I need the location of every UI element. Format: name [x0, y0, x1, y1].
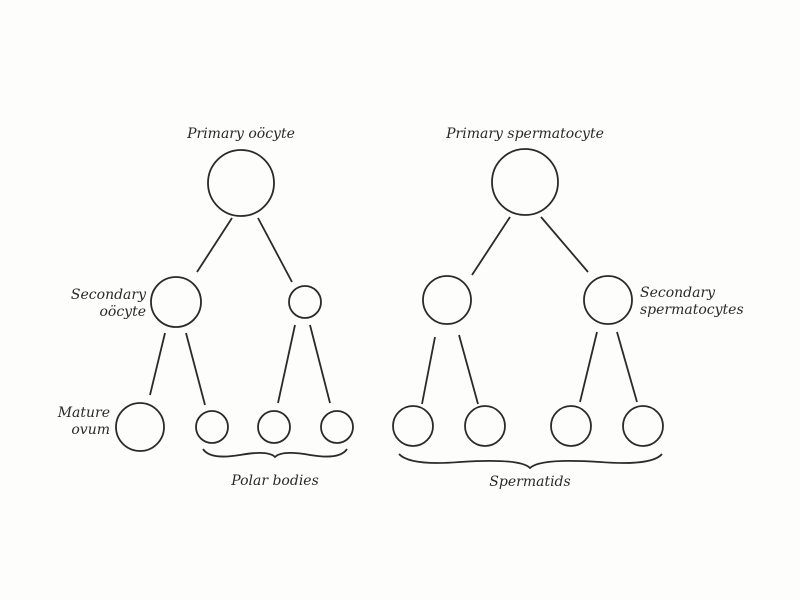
spermatid-circle-4 — [622, 405, 664, 447]
polar-body-circle-2 — [257, 410, 291, 444]
secondary-oocyte-circle — [150, 276, 202, 328]
mature-ovum-label-line1: Mature — [57, 405, 110, 421]
secondary-spermatocyte-circle-2 — [583, 275, 633, 325]
polar-body-circle-3 — [320, 410, 354, 444]
primary-spermatocyte-label: Primary spermatocyte — [446, 126, 604, 142]
mature-ovum-circle — [115, 402, 165, 452]
secondary-spermatocytes-label-line1: Secondary — [640, 285, 716, 301]
secondary-oocyte-label-line1: Secondary — [70, 287, 146, 303]
primary-spermatocyte-circle — [491, 148, 559, 216]
spermatid-circle-3 — [550, 405, 592, 447]
polar-bodies-brace — [202, 448, 348, 459]
spermatid-circle-2 — [464, 405, 506, 447]
secondary-oocyte-label-line2: oöcyte — [99, 304, 146, 320]
polar-bodies-label: Polar bodies — [231, 473, 319, 489]
secondary-spermatocyte-circle-1 — [422, 275, 472, 325]
primary-oocyte-circle — [207, 149, 275, 217]
primary-oocyte-label: Primary oöcyte — [187, 126, 295, 142]
first-polar-body-circle — [288, 285, 322, 319]
mature-ovum-label-line2: ovum — [71, 422, 110, 438]
secondary-spermatocytes-label-line2: spermatocytes — [640, 302, 744, 318]
polar-body-circle-1 — [195, 410, 229, 444]
spermatid-circle-1 — [392, 405, 434, 447]
spermatids-brace — [398, 453, 663, 470]
spermatids-label: Spermatids — [489, 474, 571, 490]
